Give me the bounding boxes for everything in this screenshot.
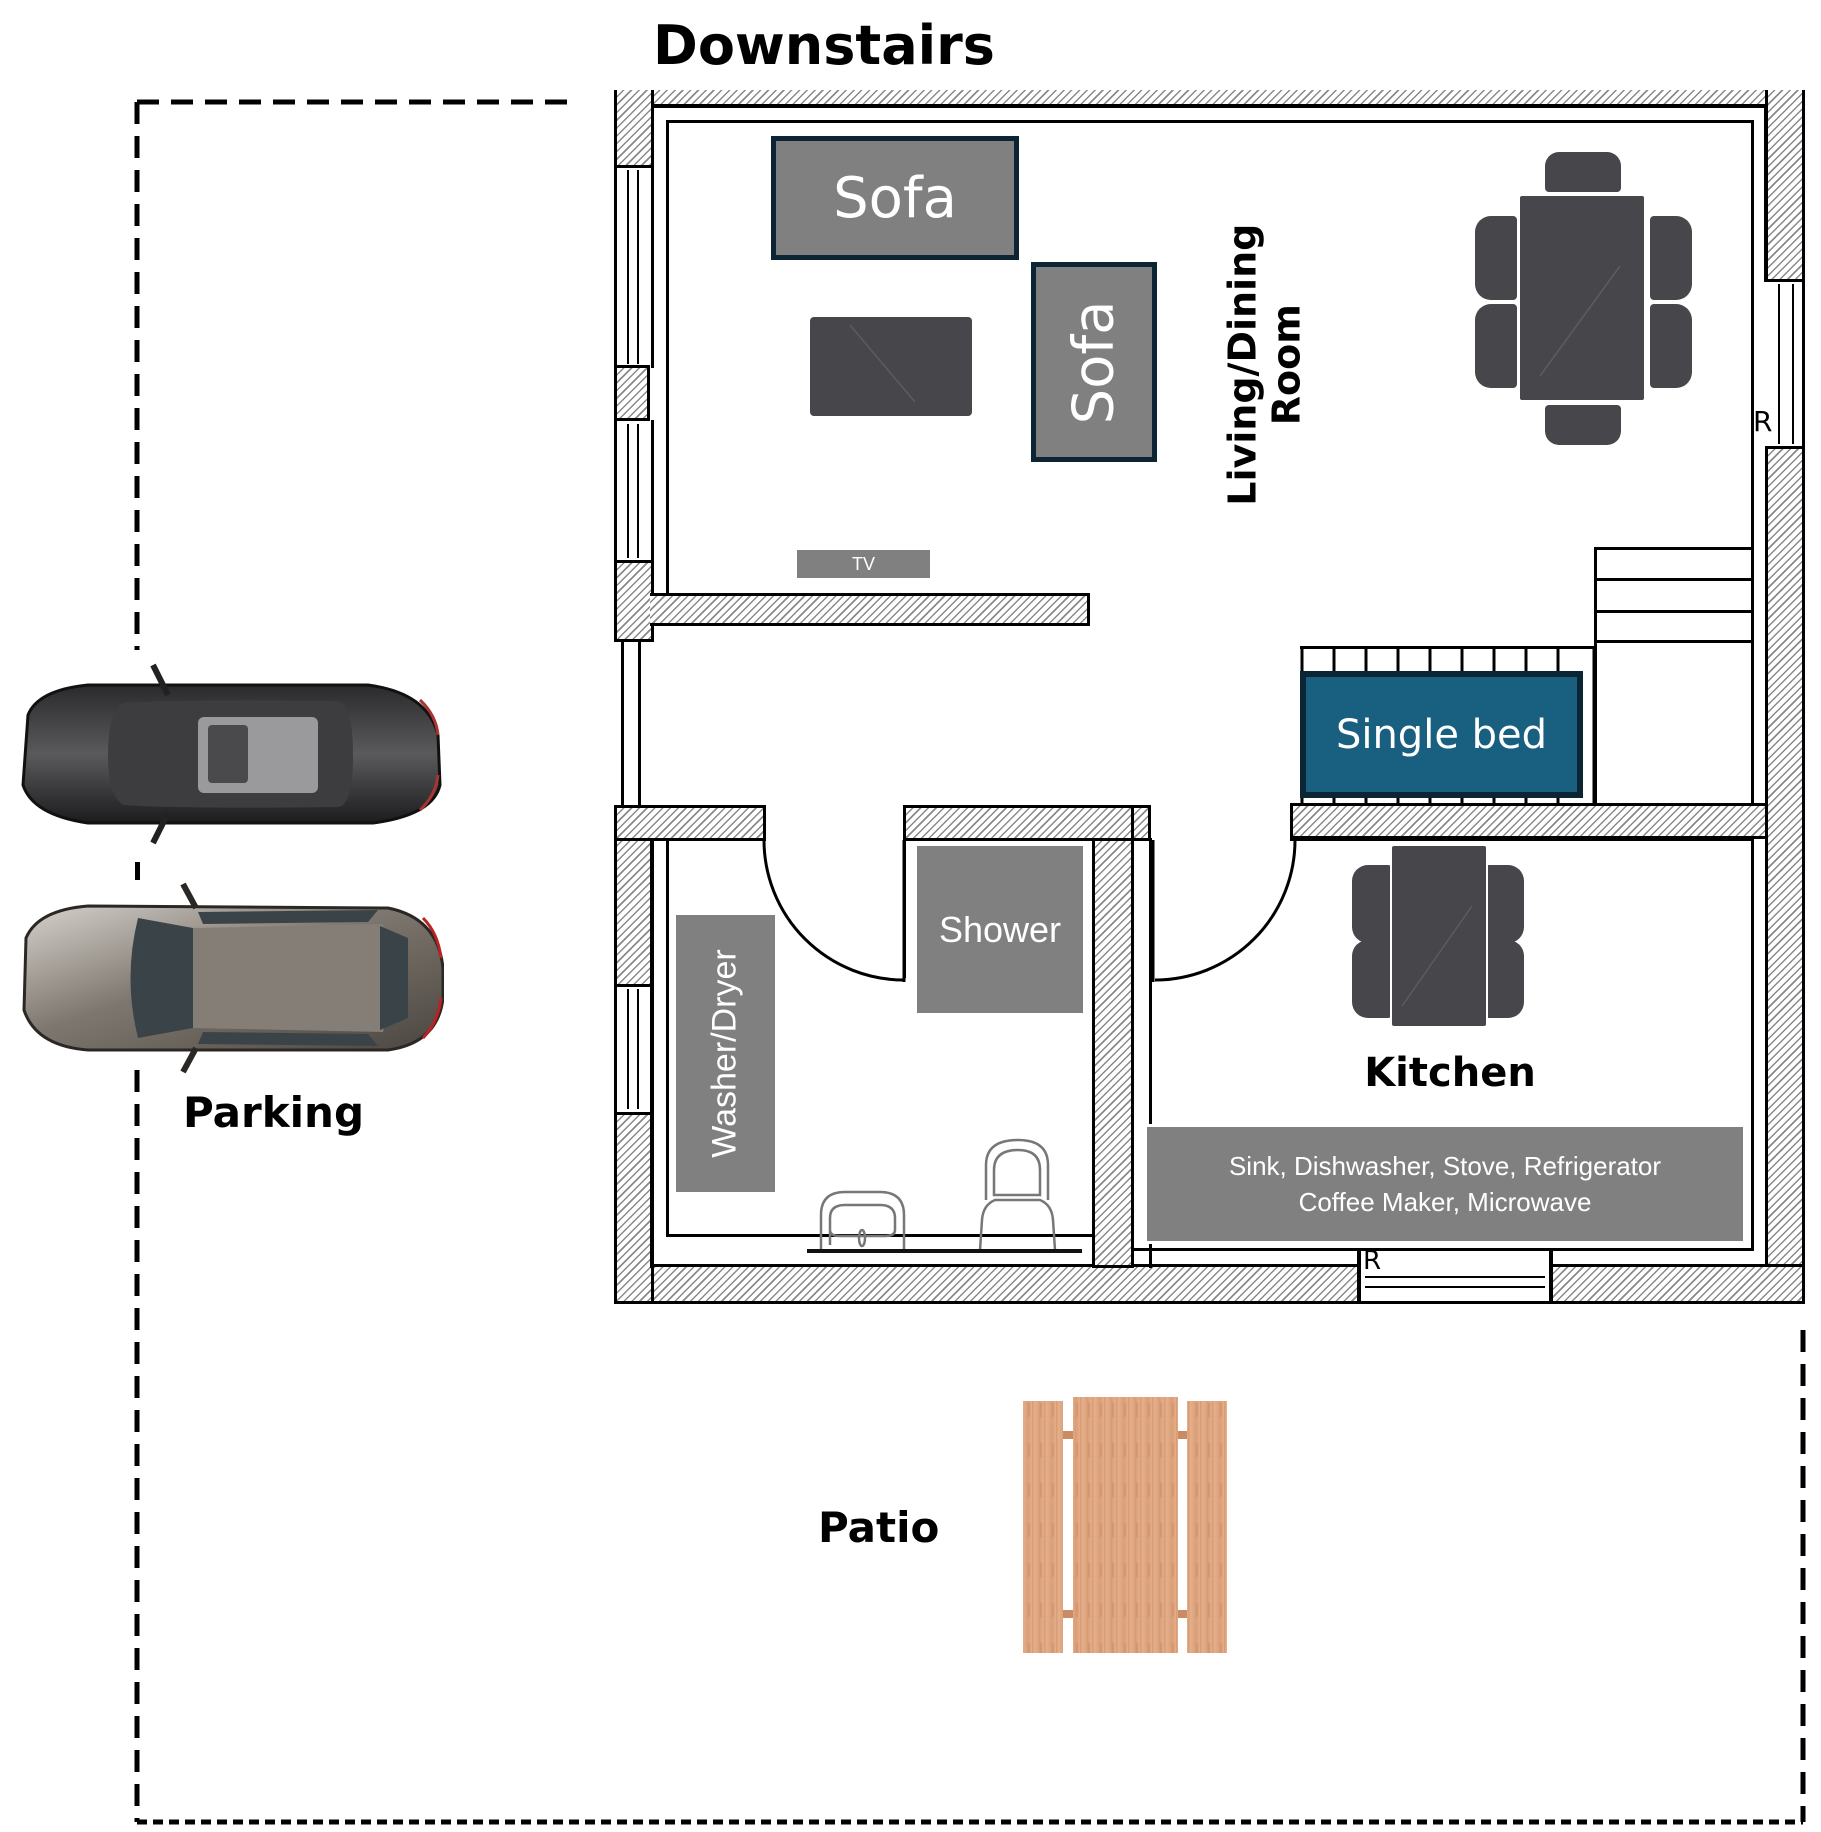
wall-right-lower [1765, 446, 1805, 1304]
chair-left-1 [1475, 216, 1517, 300]
kitchen-chair-left-2 [1352, 940, 1392, 1018]
washer-dryer: Washer/Dryer [676, 915, 775, 1192]
wall-kitchen-door-post [1131, 805, 1151, 841]
shower: Shower [917, 846, 1083, 1013]
window-left-hall [621, 642, 641, 808]
tv-label: TV [851, 553, 875, 574]
toilet-icon [978, 1138, 1057, 1251]
inner-line-top [651, 104, 1767, 108]
picnic-bench-left [1023, 1401, 1063, 1653]
kitchen-table-top [1390, 844, 1488, 1028]
sofa-top: Sofa [771, 136, 1019, 260]
kitchen-appliances: Sink, Dishwasher, Stove, Refrigerator Co… [1144, 1124, 1746, 1244]
bathroom-door-arc [762, 839, 905, 982]
kitchen-appliances-line2: Coffee Maker, Microwave [1298, 1187, 1592, 1217]
wall-left-top-pier [614, 90, 654, 168]
kitchen-chair-left-1 [1352, 865, 1392, 943]
kitchen-inner-line-top [1290, 838, 1753, 841]
inner-line-top-thin [667, 120, 1753, 123]
picnic-brace-top-right [1170, 1431, 1190, 1439]
wall-kitchen-top [1290, 803, 1768, 839]
wall-bottom-left [614, 1264, 1360, 1304]
bath-inner-line-top [650, 838, 766, 841]
kitchen-chair-right-1 [1484, 865, 1524, 943]
page-title: Downstairs [653, 14, 995, 77]
single-bed-label: Single bed [1335, 711, 1548, 758]
chair-top [1545, 152, 1621, 192]
kitchen-chair-right-2 [1484, 940, 1524, 1018]
picnic-brace-top-left [1060, 1431, 1080, 1439]
window-kitchen-bottom [1357, 1248, 1553, 1304]
dining-table-4-chairs-icon [1348, 840, 1538, 1030]
inner-line-left-thin [666, 120, 669, 598]
wall-bath-kitchen [1092, 838, 1134, 1268]
wall-bottom-right [1550, 1264, 1805, 1304]
parking-label: Parking [183, 1088, 365, 1137]
window-right-marker: R [1753, 405, 1773, 438]
window-left-middle [614, 420, 654, 562]
inner-line-right-thin [1751, 120, 1754, 806]
window-left-upper [614, 166, 654, 368]
window-right [1751, 280, 1805, 448]
dining-table-6-chairs-icon [1470, 150, 1692, 450]
single-bed: Single bed [1300, 671, 1583, 798]
kitchen-inner-line-bottom [1134, 1248, 1754, 1251]
picnic-brace-bottom-right [1170, 1610, 1190, 1618]
bath-inner-line-left [650, 838, 654, 1268]
chair-right-2 [1650, 304, 1692, 388]
picnic-brace-bottom-left [1060, 1610, 1080, 1618]
tv: TV [797, 550, 930, 578]
patio-label: Patio [818, 1503, 940, 1552]
picnic-bench-right [1187, 1401, 1227, 1653]
kitchen-inner-line-left [1149, 838, 1152, 1268]
sofa-top-label: Sofa [833, 165, 957, 231]
shower-label: Shower [938, 908, 1062, 950]
vanity-counter-line [807, 1249, 1082, 1253]
bath-inner-line-thin-left [666, 840, 669, 1236]
kitchen-inner-line-right [1751, 838, 1754, 1250]
kitchen-door-arc [1154, 839, 1297, 982]
wall-living-partition [650, 593, 1090, 626]
wall-left-pier [614, 365, 650, 421]
kitchen-appliances-line1: Sink, Dishwasher, Stove, Refrigerator [1228, 1150, 1662, 1181]
shower-inner-line [903, 838, 1093, 841]
car-sedan-icon [8, 655, 444, 855]
wall-left-bath-lower [614, 1112, 654, 1304]
kitchen-label: Kitchen [1364, 1050, 1536, 1096]
sink-icon [819, 1190, 906, 1250]
chair-right-1 [1650, 216, 1692, 300]
dining-table-top [1518, 194, 1646, 402]
chair-bottom [1545, 405, 1621, 445]
chair-left-2 [1475, 304, 1517, 388]
sofa-side: Sofa [1031, 262, 1157, 462]
inner-line-right [1764, 104, 1768, 282]
car-hatchback-icon [8, 878, 444, 1078]
picnic-tabletop [1073, 1397, 1178, 1653]
coffee-table-icon [810, 317, 972, 416]
picnic-table-icon [1020, 1395, 1230, 1655]
window-bottom-marker: R [1363, 1246, 1382, 1276]
boundary-left-gap-dash [135, 862, 140, 880]
